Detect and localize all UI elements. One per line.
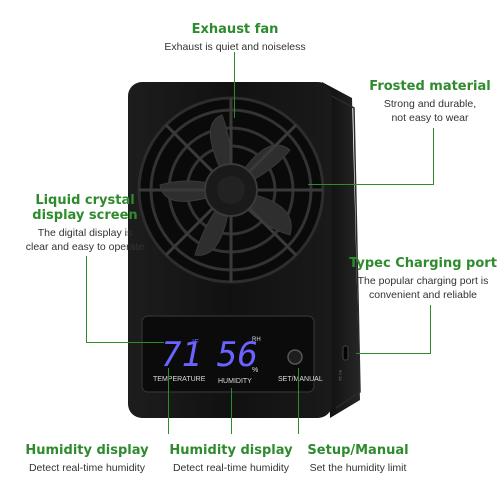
callout-humidity-display-mid: Humidity display Detect real-time humidi… <box>158 443 304 475</box>
humidity-label: HUMIDITY <box>218 378 252 385</box>
temperature-value: 71 <box>161 335 202 375</box>
humidity-unit-percent: % <box>252 367 258 374</box>
callout-lcd-screen: Liquid crystal display screen The digita… <box>0 193 170 254</box>
callout-title-line: Liquid crystal <box>35 193 135 208</box>
typec-connector-v <box>430 305 431 353</box>
frosted-connector-v <box>433 128 434 184</box>
callout-humidity-display-left: Humidity display Detect real-time humidi… <box>14 443 160 475</box>
setup-connector <box>298 368 299 434</box>
port-text: 5V 1A <box>338 370 343 381</box>
callout-desc-line: convenient and reliable <box>369 289 477 301</box>
callout-title: Frosted material <box>369 79 491 94</box>
callout-title: Typec Charging port <box>349 256 497 271</box>
set-manual-label: SET/MANUAL <box>278 376 323 383</box>
callout-title: Exhaust fan <box>191 22 279 37</box>
humidity-unit-rh: RH <box>252 337 261 343</box>
callout-desc-line: not easy to wear <box>391 112 469 124</box>
callout-title: Setup/Manual <box>307 443 409 458</box>
callout-title: Humidity display <box>169 443 293 458</box>
callout-desc-line: The digital display is <box>37 227 133 239</box>
callout-desc: Set the humidity limit <box>309 462 407 474</box>
fan-grille <box>137 96 325 284</box>
temperature-label: TEMPERATURE <box>153 376 206 383</box>
exhaust-fan-connector <box>234 52 235 118</box>
callout-typec-port: Typec Charging port The popular charging… <box>346 256 500 302</box>
callout-exhaust-fan: Exhaust fan Exhaust is quiet and noisele… <box>160 22 310 54</box>
set-manual-button[interactable] <box>287 349 303 365</box>
callout-desc: Exhaust is quiet and noiseless <box>164 41 306 53</box>
callout-frosted-material: Frosted material Strong and durable, not… <box>360 79 500 125</box>
callout-desc-line: clear and easy to operate <box>25 241 145 253</box>
lcd-connector-h <box>86 342 164 343</box>
typec-connector-h <box>356 353 431 354</box>
callout-title: Humidity display <box>25 443 149 458</box>
humidity-value: 56 <box>217 335 258 375</box>
callout-desc-line: The popular charging port is <box>357 275 489 287</box>
callout-desc: Detect real-time humidity <box>28 462 146 474</box>
humidity-left-connector <box>168 368 169 434</box>
callout-title-line: display screen <box>32 208 138 223</box>
callout-setup-manual: Setup/Manual Set the humidity limit <box>296 443 420 475</box>
lcd-panel <box>141 315 315 393</box>
temperature-unit: °F <box>192 338 199 346</box>
frosted-connector-h <box>308 184 434 185</box>
typec-port <box>342 345 349 361</box>
lcd-connector <box>86 256 87 342</box>
callout-desc-line: Strong and durable, <box>383 98 477 110</box>
callout-desc: Detect real-time humidity <box>172 462 290 474</box>
humidity-mid-connector <box>231 388 232 434</box>
